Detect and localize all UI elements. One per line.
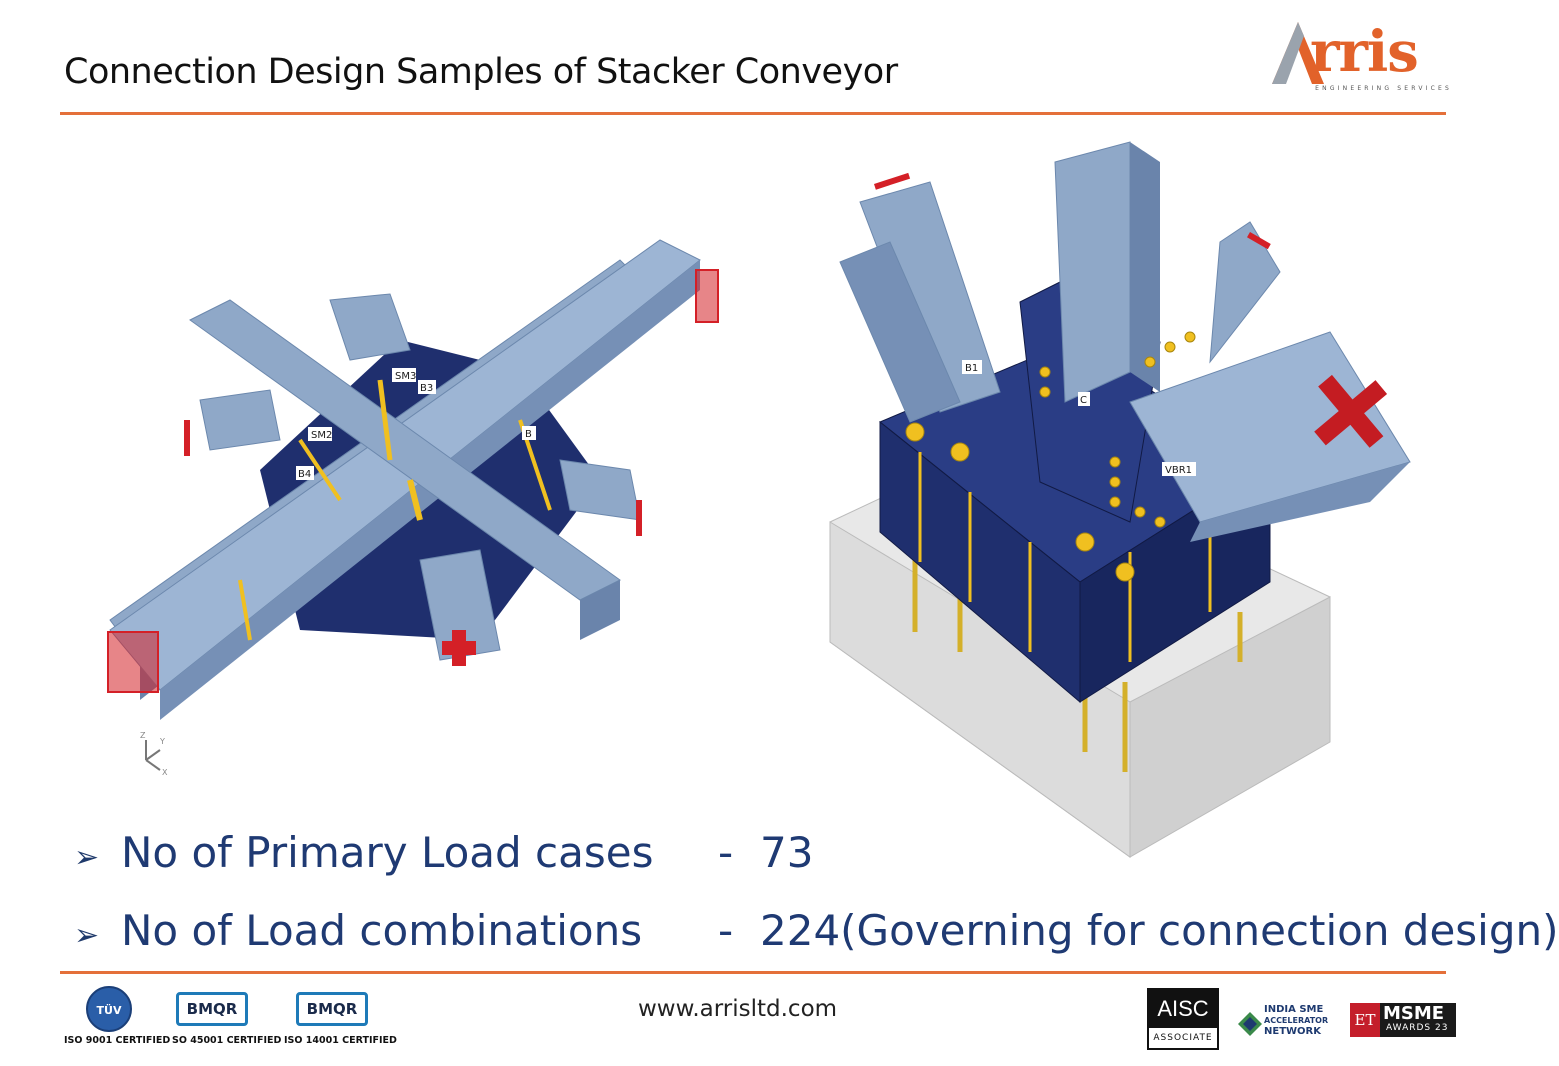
cert-label: ISO 14001 CERTIFIED: [284, 1035, 397, 1046]
bullet-dash: -: [718, 906, 734, 955]
bullet-dash: -: [718, 828, 734, 877]
bmqr-badge-icon: BMQR: [176, 992, 248, 1026]
member-label-c: C: [1080, 395, 1087, 406]
india-sme-text: INDIA SME ACCELERATOR NETWORK: [1264, 1004, 1328, 1037]
india-sme-badge: INDIA SME ACCELERATOR NETWORK: [1238, 1004, 1342, 1044]
aisc-badge-title: AISC: [1149, 990, 1217, 1028]
msme-awards-text: AWARDS 23: [1386, 1023, 1449, 1033]
axis-triad-icon: Z Y X: [140, 731, 168, 777]
base-plate-connection-render: B1 C VBR1: [829, 141, 1411, 858]
et-logo: ET: [1350, 1003, 1380, 1037]
tuv-badge-icon: TÜV: [86, 986, 132, 1032]
bullet-arrow-icon: ➢: [74, 840, 100, 875]
load-plate-left: [107, 631, 159, 693]
member-label-b4: B4: [298, 469, 311, 480]
axis-label-z: Z: [140, 731, 146, 740]
cert-label: SO 45001 CERTIFIED: [172, 1035, 282, 1046]
load-cross-icon-right: [1314, 374, 1388, 448]
cert-iso-14001: BMQR ISO 14001 CERTIFIED: [284, 986, 397, 1046]
aisc-badge-subtitle: ASSOCIATE: [1153, 1033, 1213, 1043]
member-label-b3: B3: [420, 383, 433, 394]
aisc-associate-badge: AISC ASSOCIATE: [1147, 988, 1219, 1050]
slide-title: Connection Design Samples of Stacker Con…: [64, 52, 898, 92]
india-sme-line: INDIA SME: [1264, 1004, 1324, 1015]
arris-logo-text: rris: [1310, 19, 1419, 85]
member-label-sm2: SM2: [311, 430, 332, 441]
bullet-value: 73: [760, 828, 814, 877]
cert-iso-45001: BMQR SO 45001 CERTIFIED: [172, 986, 281, 1046]
cert-label: ISO 9001 CERTIFIED: [64, 1035, 171, 1046]
arris-logo-tagline: ENGINEERING SERVICES: [1315, 85, 1452, 92]
load-marker-top-right: [1247, 231, 1271, 250]
bullet-value: 224(Governing for connection design): [760, 906, 1559, 955]
axis-label-x: X: [162, 768, 168, 777]
msme-text: MSME: [1383, 1003, 1445, 1024]
india-sme-line: NETWORK: [1264, 1026, 1322, 1037]
axis-label-y: Y: [159, 737, 165, 746]
member-label-b: B: [525, 429, 532, 440]
india-sme-diamond-icon: [1238, 1012, 1262, 1036]
et-msme-awards-badge: ET MSME AWARDS 23: [1350, 1003, 1456, 1037]
bullet-label: No of Primary Load cases: [121, 828, 654, 877]
footer-divider: [60, 971, 1446, 974]
load-marker-top-left: [874, 172, 911, 190]
member-label-sm3: SM3: [395, 371, 416, 382]
load-plate-right: [695, 269, 719, 323]
website-link[interactable]: www.arrisltd.com: [638, 996, 838, 1022]
member-label-b1: B1: [965, 363, 978, 374]
bullet-label: No of Load combinations: [121, 906, 643, 955]
bullet-arrow-icon: ➢: [74, 918, 100, 953]
arris-logo: rris ENGINEERING SERVICES: [1262, 14, 1452, 98]
beam-crossing-connection-render: SM3 B3 SM2 B4 B Z Y X: [107, 239, 719, 777]
member-label-vbr1: VBR1: [1165, 465, 1192, 476]
bmqr-badge-icon: BMQR: [296, 992, 368, 1026]
india-sme-line: ACCELERATOR: [1264, 1016, 1329, 1025]
arris-logo-mark: [1272, 22, 1324, 84]
cert-iso-9001: TÜV ISO 9001 CERTIFIED: [64, 986, 170, 1046]
header-divider: [60, 112, 1446, 115]
